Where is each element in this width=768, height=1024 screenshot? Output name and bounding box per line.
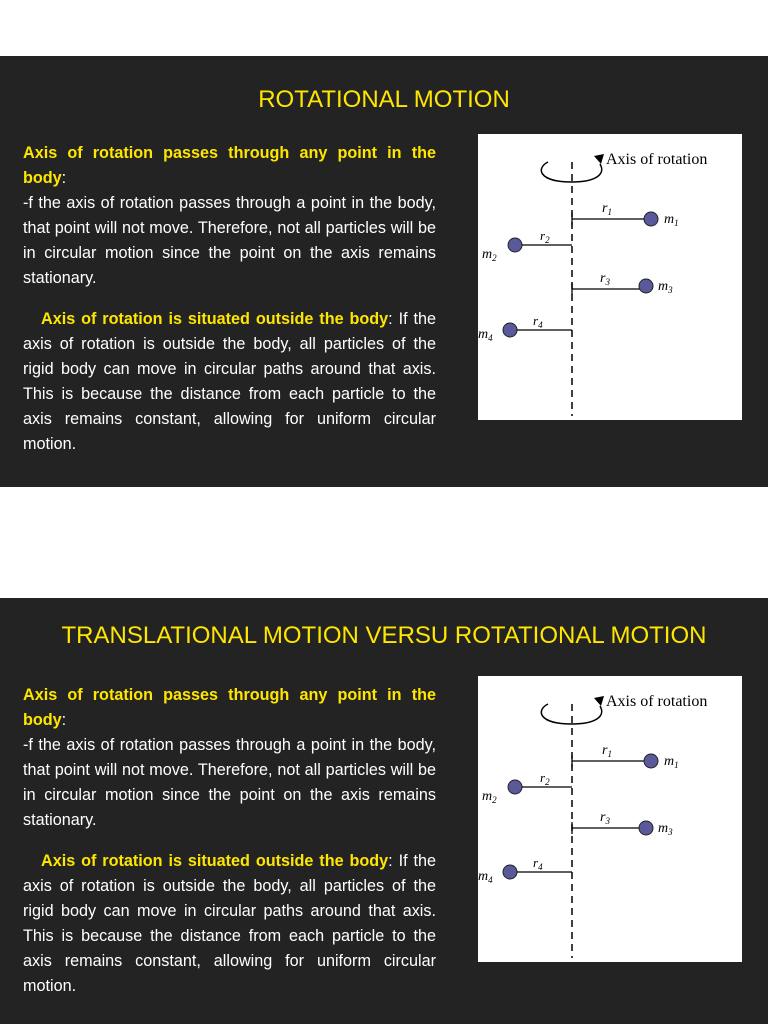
m3-label: m3 xyxy=(658,279,673,295)
rotation-axis-figure: Axis of rotation r1 m1 r2 m2 r3 m3 r4 m4 xyxy=(478,676,742,962)
heading-colon: : xyxy=(61,711,67,729)
rotation-arrow-icon xyxy=(540,703,603,725)
paragraph-heading: Axis of rotation passes through any poin… xyxy=(23,144,436,187)
r4-label: r4 xyxy=(533,855,543,872)
m4-label: m4 xyxy=(478,327,493,343)
particle-m3 xyxy=(638,820,654,836)
slide-rotational-motion: ROTATIONAL MOTION Axis of rotation passe… xyxy=(0,56,768,487)
slide-body: Axis of rotation passes through any poin… xyxy=(23,141,436,457)
paragraph-axis-outside-body: Axis of rotation is situated outside the… xyxy=(23,307,436,457)
slide-translational-vs-rotational: TRANSLATIONAL MOTION VERSU ROTATIONAL MO… xyxy=(0,598,768,1024)
slide-body: Axis of rotation passes through any poin… xyxy=(23,683,436,999)
rotation-axis-diagram: Axis of rotation r1 m1 r2 m2 r3 m3 r4 m4 xyxy=(478,151,707,416)
paragraph-axis-outside-body: Axis of rotation is situated outside the… xyxy=(23,849,436,999)
m2-label: m2 xyxy=(482,789,497,805)
rotation-arrowhead-icon xyxy=(594,154,604,164)
particle-m2 xyxy=(507,779,523,795)
particle-m4 xyxy=(502,864,518,880)
particle-m1 xyxy=(643,753,659,769)
particle-m1 xyxy=(643,211,659,227)
paragraph-text: -f the axis of rotation passes through a… xyxy=(23,736,436,829)
paragraph-heading: Axis of rotation is situated outside the… xyxy=(41,852,389,870)
slide-title: ROTATIONAL MOTION xyxy=(258,86,510,113)
m1-label: m1 xyxy=(664,754,679,770)
r2-label: r2 xyxy=(540,770,550,787)
paragraph-axis-through-body: Axis of rotation passes through any poin… xyxy=(23,683,436,833)
r3-label: r3 xyxy=(600,271,610,287)
paragraph-heading: Axis of rotation passes through any poin… xyxy=(23,686,436,729)
r1-label: r1 xyxy=(602,201,612,217)
m4-label: m4 xyxy=(478,869,493,885)
r3-label: r3 xyxy=(600,810,610,826)
axis-label: Axis of rotation xyxy=(606,151,707,168)
heading-colon: : xyxy=(61,169,67,187)
slide-title: TRANSLATIONAL MOTION VERSU ROTATIONAL MO… xyxy=(61,622,707,649)
particle-m2 xyxy=(507,237,523,253)
paragraph-heading: Axis of rotation is situated outside the… xyxy=(41,310,389,328)
heading-colon: : xyxy=(388,310,393,328)
paragraph-text: If the axis of rotation is outside the b… xyxy=(23,310,437,453)
paragraph-axis-through-body: Axis of rotation passes through any poin… xyxy=(23,141,436,291)
paragraph-text: If the axis of rotation is outside the b… xyxy=(23,852,437,995)
r4-label: r4 xyxy=(533,313,543,330)
rotation-arrowhead-icon xyxy=(594,696,604,706)
heading-colon: : xyxy=(388,852,393,870)
rotation-arrow-icon xyxy=(540,161,603,183)
rotation-axis-figure: Axis of rotation r1 m1 r2 m2 r3 m3 r4 m4 xyxy=(478,134,742,420)
particle-m3 xyxy=(638,278,654,294)
axis-label: Axis of rotation xyxy=(606,693,707,710)
m1-label: m1 xyxy=(664,212,679,228)
r2-label: r2 xyxy=(540,228,550,245)
particle-m4 xyxy=(502,322,518,338)
m3-label: m3 xyxy=(658,821,673,837)
r1-label: r1 xyxy=(602,743,612,759)
m2-label: m2 xyxy=(482,247,497,263)
paragraph-text: -f the axis of rotation passes through a… xyxy=(23,194,436,287)
rotation-axis-diagram: Axis of rotation r1 m1 r2 m2 r3 m3 r4 m4 xyxy=(478,693,707,958)
